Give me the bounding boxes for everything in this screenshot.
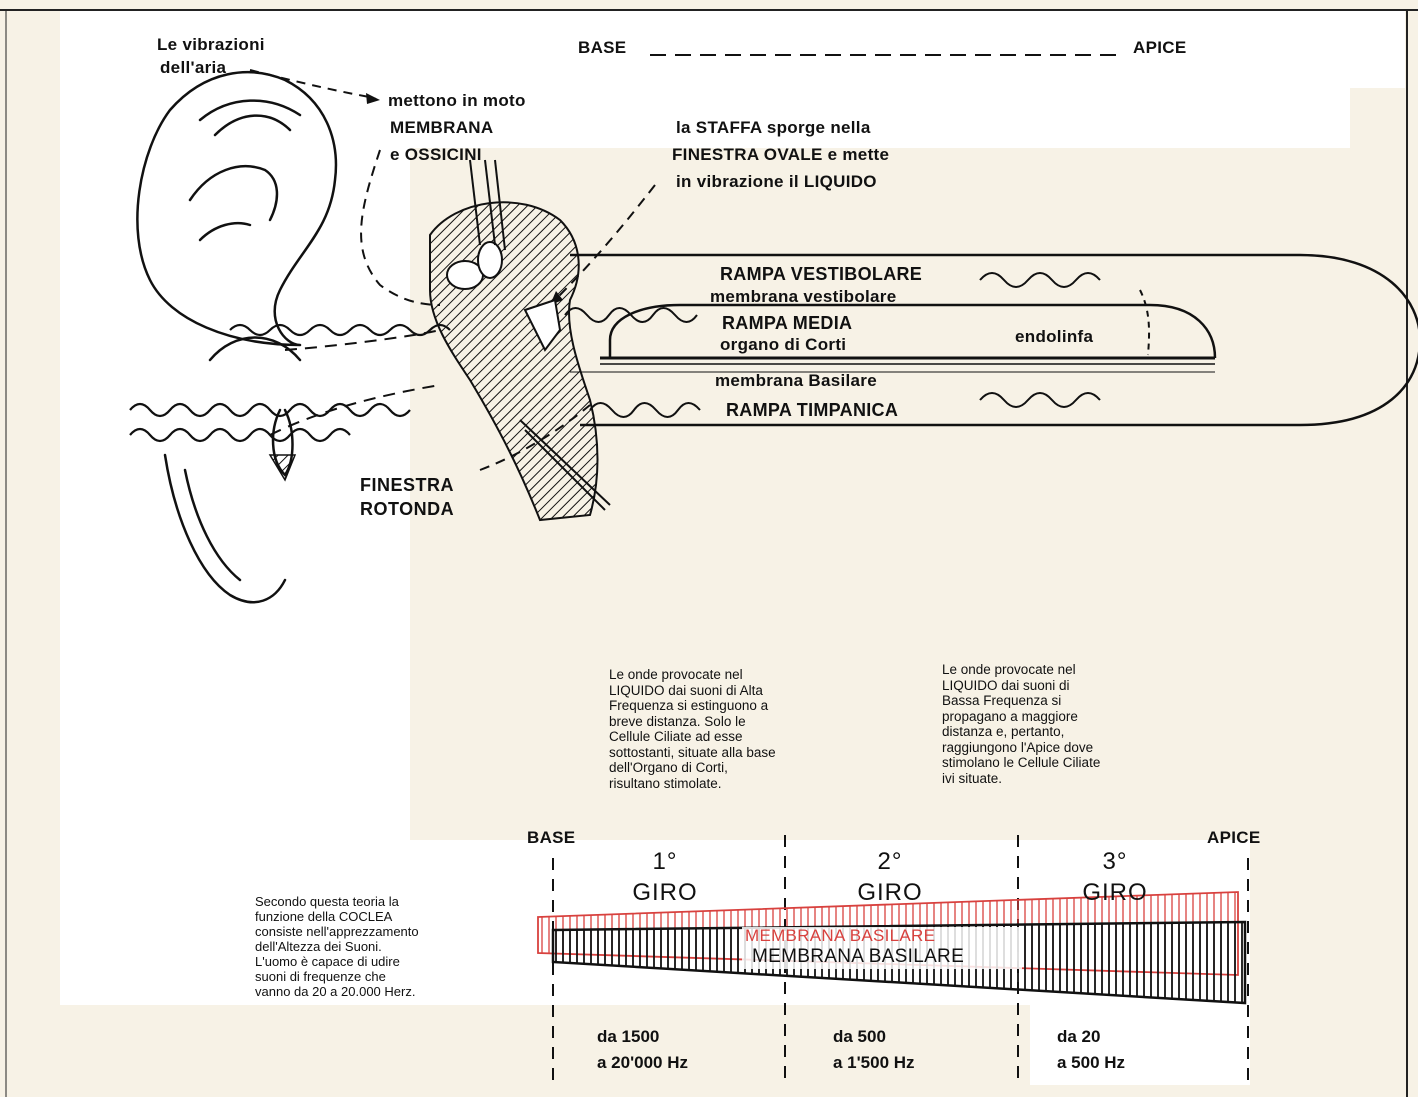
turn-1-number: 1° xyxy=(610,845,720,879)
turn-2-frequency-to: a 1'500 Hz xyxy=(833,1050,915,1075)
turn-2-number: 2° xyxy=(835,845,945,879)
turn-2-frequency-from: da 500 xyxy=(833,1024,886,1049)
turn-1-frequency-to: a 20'000 Hz xyxy=(597,1050,688,1075)
turn-3-label: GIRO xyxy=(1060,876,1170,910)
bottom-axis-apex-label: APICE xyxy=(1207,828,1260,848)
turn-3-number: 3° xyxy=(1060,845,1170,879)
bottom-axis-base-label: BASE xyxy=(527,828,575,848)
turn-2-label: GIRO xyxy=(835,876,945,910)
turn-1-label: GIRO xyxy=(610,876,720,910)
turn-1-frequency-from: da 1500 xyxy=(597,1024,659,1049)
membrana-basilare-red-label: MEMBRANA BASILARE xyxy=(745,926,935,946)
turn-3-frequency-to: a 500 Hz xyxy=(1057,1050,1125,1075)
membrana-basilare-black-label: MEMBRANA BASILARE xyxy=(752,947,964,967)
turn-3-frequency-from: da 20 xyxy=(1057,1024,1100,1049)
